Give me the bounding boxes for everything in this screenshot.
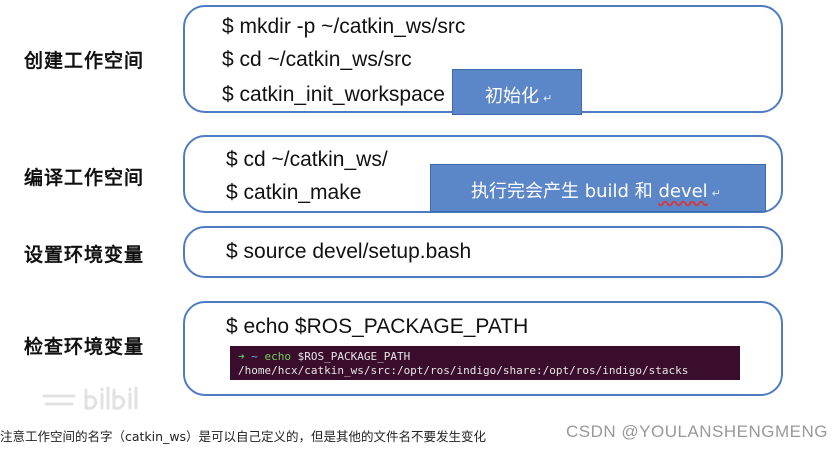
prompt-dir: ~	[251, 350, 258, 363]
csdn-watermark: CSDN @YOULANSHENGMENG	[565, 422, 828, 441]
note-initialize: 初始化 ↵	[452, 69, 582, 115]
note-build-result-text: 执行完会产生 build 和	[471, 181, 659, 202]
note-devel-word: devel	[658, 181, 708, 202]
command-cd-src: $ cd ~/catkin_ws/src	[222, 48, 412, 71]
command-source-setup: $ source devel/setup.bash	[226, 240, 472, 263]
footer-note: 注意工作空间的名字（catkin_ws）是可以自己定义的，但是其他的文件名不要发…	[0, 429, 487, 444]
command-mkdir: $ mkdir -p ~/catkin_ws/src	[222, 15, 466, 38]
prompt-arrow-icon: ➜	[238, 350, 245, 363]
terminal-argument: $ROS_PACKAGE_PATH	[297, 350, 411, 363]
step-label-build-workspace: 编译工作空间	[24, 167, 145, 189]
terminal-output: /home/hcx/catkin_ws/src:/opt/ros/indigo/…	[238, 364, 689, 377]
step-label-set-env: 设置环境变量	[24, 244, 145, 266]
command-catkin-init-workspace: $ catkin_init_workspace	[222, 83, 445, 106]
step-label-check-env: 检查环境变量	[24, 336, 145, 358]
command-catkin-make: $ catkin_make	[226, 181, 362, 204]
terminal-prompt-line: ➜ ~ echo $ROS_PACKAGE_PATH	[238, 350, 732, 364]
bilibili-logo	[42, 386, 138, 410]
note-build-result: 执行完会产生 build 和 devel↵	[430, 164, 766, 212]
command-box-set-env	[183, 226, 783, 278]
return-mark-icon: ↵	[543, 92, 553, 105]
note-initialize-text: 初始化	[485, 86, 539, 107]
terminal-screenshot: ➜ ~ echo $ROS_PACKAGE_PATH /home/hcx/cat…	[230, 346, 740, 380]
command-cd-catkin-ws: $ cd ~/catkin_ws/	[226, 148, 388, 171]
step-label-create-workspace: 创建工作空间	[24, 50, 145, 72]
return-mark-icon: ↵	[711, 187, 721, 200]
command-echo-ros-path: $ echo $ROS_PACKAGE_PATH	[226, 315, 529, 338]
terminal-command: echo	[264, 350, 292, 363]
